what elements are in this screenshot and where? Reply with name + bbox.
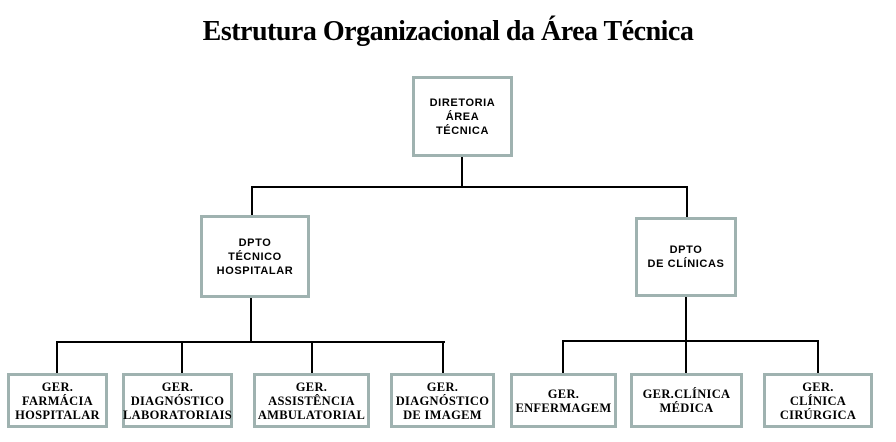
- box-ger-clinica-medica: GER.CLÍNICA MÉDICA: [630, 373, 743, 428]
- box-label: GER. DIAGNÓSTICO LABORATORIAIS: [122, 379, 233, 422]
- box-label: GER. FARMÁCIA HOSPITALAR: [15, 379, 100, 422]
- box-diretoria-area-tecnica: DIRETORIA ÁREA TÉCNICA: [412, 76, 513, 157]
- box-label: DPTO DE CLÍNICAS: [647, 244, 725, 270]
- connector-drop-dept-clinicas: [686, 186, 688, 217]
- connector-root-stem: [461, 157, 463, 188]
- box-label: DIRETORIA ÁREA TÉCNICA: [429, 96, 496, 137]
- box-label: GER. ENFERMAGEM: [515, 386, 612, 415]
- connector-drop-ambulatorial: [311, 341, 313, 373]
- connector-top-horizontal: [251, 186, 688, 188]
- box-label: GER.CLÍNICA MÉDICA: [642, 386, 731, 415]
- connector-drop-farmacia: [56, 341, 58, 373]
- connector-drop-enfermagem: [562, 340, 564, 373]
- connector-drop-dept-tecnico: [251, 186, 253, 215]
- box-ger-diagnostico-laboratoriais: GER. DIAGNÓSTICO LABORATORIAIS: [122, 373, 233, 428]
- connector-dept-clinicas-stem: [685, 297, 687, 373]
- connector-drop-cirurgica: [817, 340, 819, 373]
- box-ger-assistencia-ambulatorial: GER. ASSISTÊNCIA AMBULATORIAL: [253, 373, 370, 428]
- box-label: GER. CLÍNICA CIRÚRGICA: [779, 379, 857, 422]
- box-dpto-tecnico-hospitalar: DPTO TÉCNICO HOSPITALAR: [200, 215, 310, 298]
- connector-drop-imagem: [442, 341, 444, 373]
- box-ger-farmacia-hospitalar: GER. FARMÁCIA HOSPITALAR: [7, 373, 108, 428]
- box-ger-clinica-cirurgica: GER. CLÍNICA CIRÚRGICA: [763, 373, 873, 428]
- box-label: GER. DIAGNÓSTICO DE IMAGEM: [395, 379, 490, 422]
- box-dpto-de-clinicas: DPTO DE CLÍNICAS: [635, 217, 737, 297]
- chart-title: Estrutura Organizacional da Área Técnica: [202, 16, 694, 47]
- box-ger-enfermagem: GER. ENFERMAGEM: [510, 373, 617, 428]
- box-ger-diagnostico-de-imagem: GER. DIAGNÓSTICO DE IMAGEM: [390, 373, 495, 428]
- box-label: DPTO TÉCNICO HOSPITALAR: [216, 236, 294, 277]
- connector-left-horizontal: [56, 341, 445, 343]
- connector-dept-tecnico-stem: [250, 298, 252, 343]
- connector-right-horizontal: [562, 340, 819, 342]
- connector-drop-laboratoriais: [181, 341, 183, 373]
- box-label: GER. ASSISTÊNCIA AMBULATORIAL: [257, 379, 366, 422]
